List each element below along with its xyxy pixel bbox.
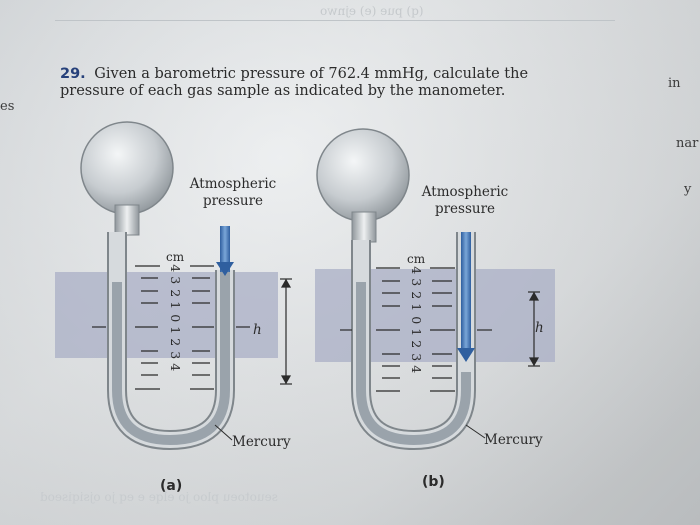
mercury-pointer-a — [214, 424, 233, 441]
figure-b — [315, 128, 555, 451]
margin-fragment-left: es — [0, 99, 15, 114]
margin-fragment-right-3: y — [684, 182, 692, 197]
atm-label-line2-a: pressure — [202, 193, 264, 209]
margin-fragment-right-2: nar — [676, 136, 699, 151]
bulb-neck-b — [351, 211, 377, 243]
scale-numbers-b: 4 3 2 1 0 1 2 3 4 — [407, 264, 425, 376]
h-dimension-b — [528, 291, 540, 367]
scale-numbers-a: 4 3 2 1 0 1 2 3 4 — [166, 262, 184, 374]
scale-ticks-a — [92, 265, 250, 390]
atm-label-line1-a: Atmospheric — [189, 176, 277, 192]
header-rule — [55, 20, 615, 21]
gas-bulb-a — [80, 121, 174, 215]
atm-arrow-head-b — [457, 348, 475, 362]
scale-ticks-b — [340, 267, 492, 392]
scale-4-bottom-b: 4 — [409, 365, 425, 374]
height-label-b: h — [535, 320, 544, 336]
question-text: 29. Given a barometric pressure of 762.4… — [60, 66, 540, 100]
figure-a — [55, 121, 292, 451]
scale-4-bottom-a: 4 — [168, 363, 184, 372]
mercury-label-a: Mercury — [232, 434, 291, 450]
atmospheric-pressure-label-b: Atmospheric pressure — [410, 184, 520, 218]
atm-arrow-head-a — [216, 262, 234, 276]
atm-arrow-shaft-b — [461, 232, 471, 352]
bulb-neck-a — [114, 204, 140, 236]
mercury-column-b — [356, 282, 471, 446]
mercury-pointer-b — [465, 424, 486, 439]
unit-label-a: cm — [166, 250, 185, 264]
atm-label-line1-b: Atmospheric — [421, 184, 509, 200]
mercury-column-a — [112, 270, 230, 446]
bleed-through-text-bottom: seuotoeu ploo jo elqe e eq jo ojsiqiseod — [40, 490, 278, 504]
gas-bulb-b — [316, 128, 410, 222]
mercury-label-b: Mercury — [484, 432, 543, 448]
pressure-band-a — [55, 272, 278, 358]
h-dimension-a — [280, 278, 292, 385]
question-number: 29. — [60, 66, 86, 82]
figure-caption-a: (a) — [160, 478, 183, 494]
margin-fragment-right-1: in — [668, 76, 681, 91]
question-line-1: Given a barometric pressure of 762.4 mmH… — [94, 66, 529, 82]
figure-caption-b: (b) — [422, 474, 445, 490]
height-label-a: h — [253, 322, 262, 338]
unit-label-b: cm — [407, 252, 426, 266]
question-line-2: pressure of each gas sample as indicated… — [60, 83, 506, 99]
atm-arrow-shaft-a — [220, 226, 230, 272]
atm-label-line2-b: pressure — [434, 201, 496, 217]
atmospheric-pressure-label-a: Atmospheric pressure — [178, 176, 288, 210]
